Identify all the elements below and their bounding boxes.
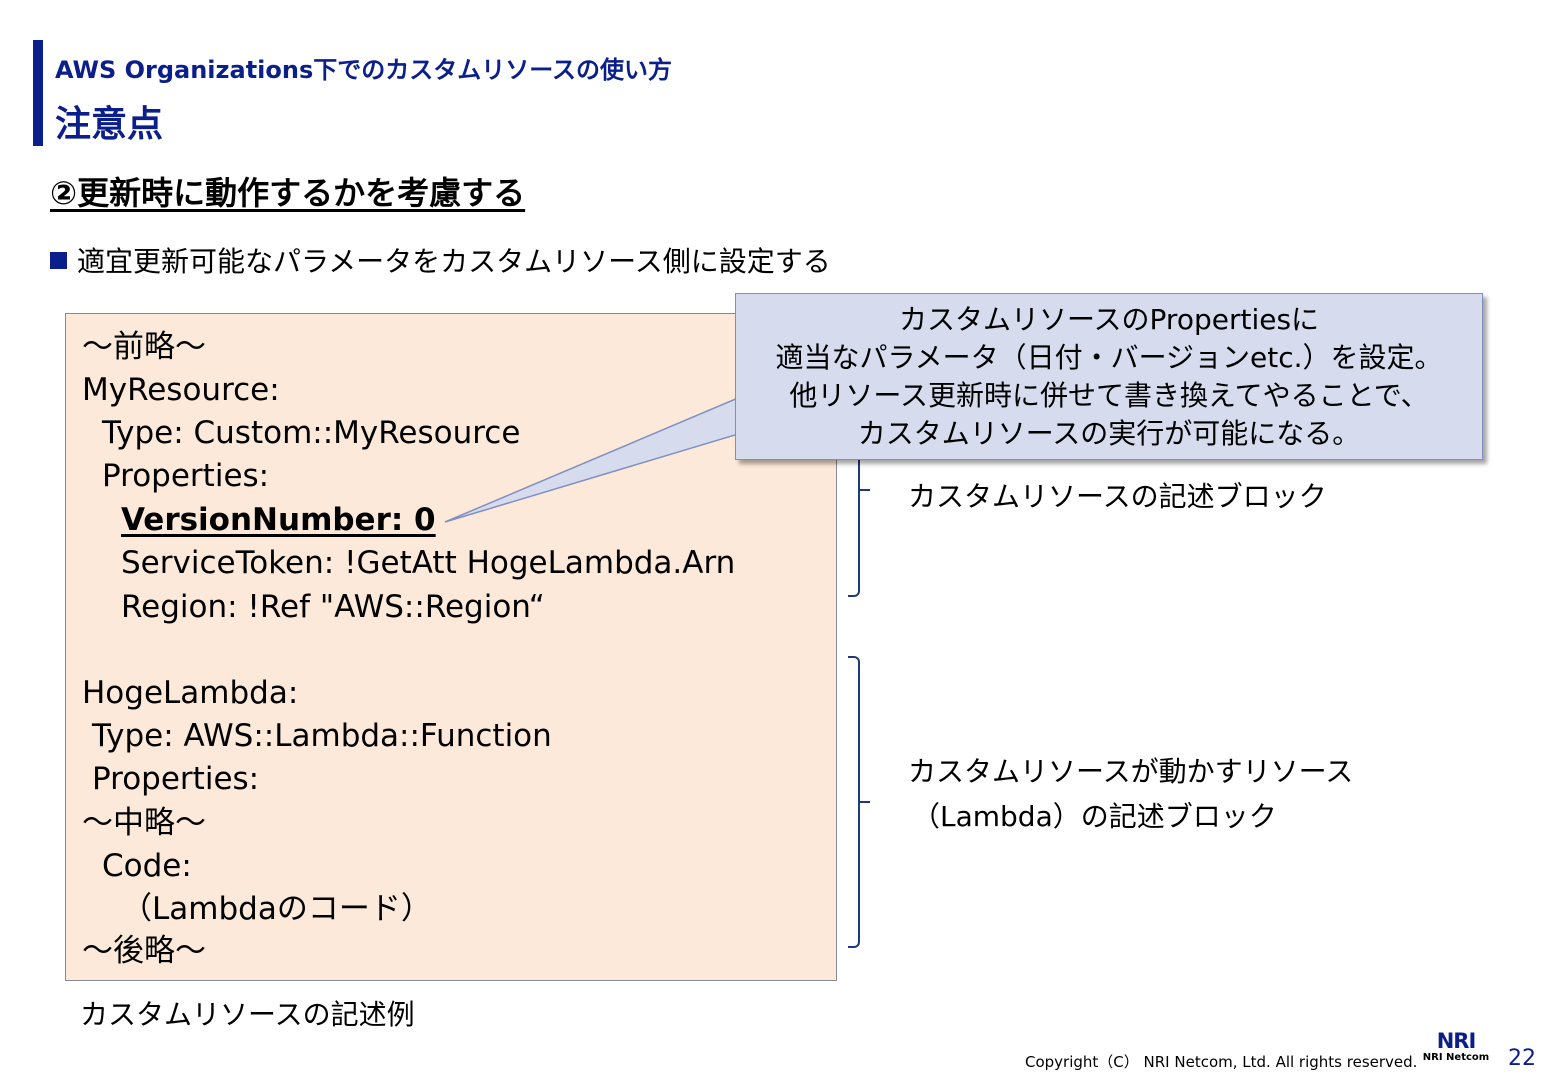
code-line: Region: !Ref "AWS::Region“ — [121, 589, 545, 625]
code-line-version-number: VersionNumber: 0 — [121, 502, 436, 538]
lambda-block-label-line2: （Lambda）の記述ブロック — [912, 800, 1277, 833]
code-line: Properties: — [102, 458, 270, 494]
square-bullet-icon — [50, 251, 67, 269]
code-line: Type: Custom::MyResource — [102, 415, 521, 451]
logo-mark: NRI — [1436, 1029, 1477, 1053]
title-accent-bar — [33, 40, 43, 146]
code-example-caption: カスタムリソースの記述例 — [80, 998, 415, 1031]
code-line: ServiceToken: !GetAtt HogeLambda.Arn — [121, 545, 736, 581]
brace-tick — [860, 489, 870, 491]
code-line: ～後略～ — [82, 933, 206, 969]
brace-tick — [860, 801, 870, 803]
bullet-text: 適宜更新可能なパラメータをカスタムリソース側に設定する — [77, 245, 831, 278]
code-line: ～中略～ — [82, 805, 206, 841]
code-line: Code: — [102, 848, 192, 884]
copyright-text: Copyright（C） NRI Netcom, Ltd. All rights… — [1025, 1053, 1418, 1071]
callout-box: カスタムリソースのPropertiesに 適当なパラメータ（日付・バージョンet… — [735, 293, 1483, 460]
nri-netcom-logo: NRI NRI Netcom — [1422, 1030, 1490, 1070]
code-line: Type: AWS::Lambda::Function — [92, 718, 552, 754]
slide-title: 注意点 — [55, 104, 164, 145]
code-line: HogeLambda: — [82, 675, 299, 711]
callout-line: カスタムリソースの実行が可能になる。 — [857, 416, 1361, 450]
callout-line: 他リソース更新時に併せて書き換えてやることで、 — [789, 378, 1429, 412]
lambda-block-label-line1: カスタムリソースが動かすリソース — [908, 755, 1354, 788]
custom-resource-block-label: カスタムリソースの記述ブロック — [908, 480, 1327, 513]
code-line: MyResource: — [82, 372, 280, 408]
page-number: 22 — [1508, 1046, 1536, 1071]
lambda-resource-brace — [848, 656, 860, 948]
callout-line: カスタムリソースのPropertiesに — [898, 302, 1320, 336]
code-line: （Lambdaのコード） — [121, 891, 432, 927]
section-heading: ②更新時に動作するかを考慮する — [50, 174, 526, 212]
logo-company-name: NRI Netcom — [1422, 1052, 1490, 1063]
bullet-item: 適宜更新可能なパラメータをカスタムリソース側に設定する — [50, 240, 831, 280]
callout-line: 適当なパラメータ（日付・バージョンetc.）を設定。 — [775, 340, 1443, 374]
code-line: ～前略～ — [82, 329, 206, 365]
code-line: Properties: — [92, 761, 260, 797]
slide-subtitle: AWS Organizations下でのカスタムリソースの使い方 — [55, 56, 673, 84]
